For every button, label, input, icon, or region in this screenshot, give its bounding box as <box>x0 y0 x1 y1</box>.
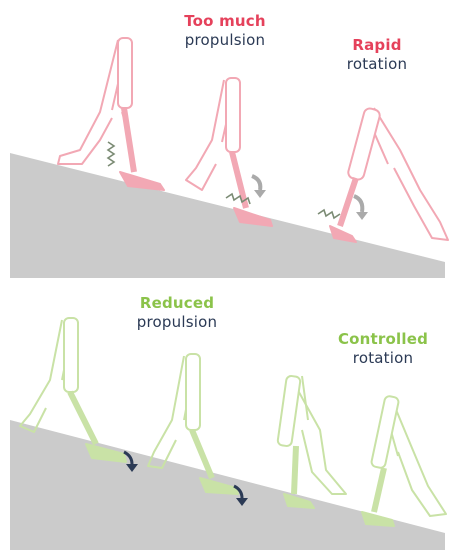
top-arrowhead-icon-1 <box>254 190 266 198</box>
controlled-text: Controlled <box>318 330 448 349</box>
too-much-propulsion-label: Too much propulsion <box>150 12 300 50</box>
reduced-propulsion-label: Reduced propulsion <box>102 294 252 332</box>
top-rotation-arrow-icon-1 <box>252 176 260 190</box>
top-slope <box>10 153 445 278</box>
rapid-rotation-label: Rapid rotation <box>322 36 432 74</box>
top-spring-icon-3 <box>318 210 340 218</box>
rotation-text-bottom: rotation <box>318 349 448 368</box>
rapid-text: Rapid <box>322 36 432 55</box>
top-leg-3 <box>330 107 448 242</box>
top-leg-1 <box>58 38 164 190</box>
propulsion-text-top: propulsion <box>150 31 300 50</box>
top-rotation-arrow-icon-2 <box>354 196 362 212</box>
propulsion-text-bottom: propulsion <box>102 313 252 332</box>
bottom-leg-4 <box>362 395 446 526</box>
reduced-text: Reduced <box>102 294 252 313</box>
bottom-leg-3 <box>277 375 346 508</box>
top-arrowhead-icon-2 <box>356 212 368 220</box>
too-much-text: Too much <box>150 12 300 31</box>
top-spring-icon-1 <box>108 142 114 166</box>
rotation-text-top: rotation <box>322 55 432 74</box>
controlled-rotation-label: Controlled rotation <box>318 330 448 368</box>
